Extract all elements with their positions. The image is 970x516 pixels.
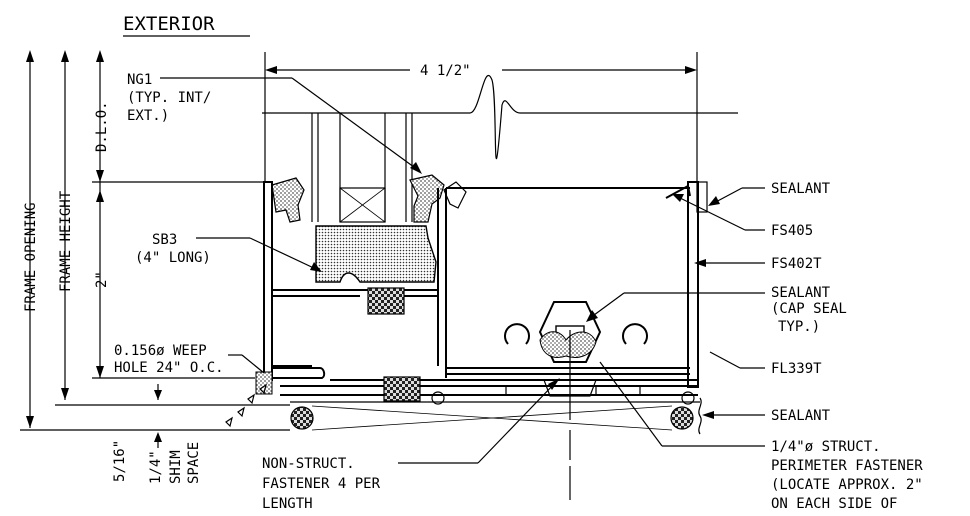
cap-seal-typ-label: TYP.)	[778, 319, 820, 335]
width-label: 4 1/2"	[420, 63, 471, 79]
frame-opening-label: FRAME OPENING	[23, 202, 39, 312]
length-label: LENGTH	[262, 496, 313, 512]
weep-spacing-label: HOLE 24" O.C.	[114, 360, 224, 376]
shim-label: SHIM	[168, 450, 184, 484]
sealant-top-label: SEALANT	[771, 181, 831, 197]
weep-hole-label: 0.156ø WEEP	[114, 343, 207, 359]
fastener-per-label: FASTENER 4 PER	[262, 476, 381, 492]
sealant-bottom-label: SEALANT	[771, 408, 831, 424]
thermal-break-upper	[367, 287, 405, 315]
each-side-label: ON EACH SIDE OF	[771, 496, 897, 512]
fs405-label: FS405	[771, 223, 813, 239]
centerline-and-fastener	[543, 379, 597, 500]
space-label: SPACE	[186, 442, 202, 484]
frame-height-label: FRAME HEIGHT	[58, 190, 74, 292]
dlo-label: D.L.O.	[94, 101, 110, 152]
fs402t-label: FS402T	[771, 256, 822, 272]
c-clip-left	[504, 323, 530, 345]
break-line	[262, 75, 738, 160]
locate-approx-label: (LOCATE APPROX. 2"	[771, 477, 923, 493]
sealant-cap-label: SEALANT	[771, 285, 831, 301]
screw-boss	[538, 301, 602, 420]
non-struct-label: NON-STRUCT.	[262, 456, 355, 472]
two-inch-label: 2"	[94, 271, 110, 288]
sb3-label: SB3	[152, 232, 177, 248]
interior-gasket	[409, 174, 445, 223]
exterior-gasket-left	[271, 177, 305, 223]
ng1-ext-label: EXT.)	[127, 108, 169, 124]
cap-seal-label: (CAP SEAL	[771, 301, 847, 317]
sealant-wave	[698, 397, 702, 435]
sb3-length-label: (4" LONG)	[135, 250, 211, 266]
quarter-inch-label: 1/4"	[148, 450, 164, 484]
exterior-title: EXTERIOR	[123, 13, 215, 35]
struct-fastener-label: 1/4"ø STRUCT.	[771, 439, 881, 455]
ng1-label: NG1	[127, 72, 152, 88]
thermal-break-lower	[383, 376, 421, 402]
ng1-typ-label: (TYP. INT/	[127, 90, 211, 106]
fl339t-label: FL339T	[771, 361, 822, 377]
gasket-hook	[443, 181, 467, 209]
width-dimension	[264, 52, 698, 182]
leaders	[160, 77, 765, 464]
weep-drops	[225, 371, 273, 428]
sb3-setting-block	[315, 225, 437, 283]
backer-rods	[290, 405, 694, 431]
c-clip-right	[622, 323, 648, 345]
five-sixteenth-label: 5/16"	[112, 440, 128, 482]
perimeter-fastener-label: PERIMETER FASTENER	[771, 458, 923, 474]
left-dimensions	[20, 50, 290, 448]
